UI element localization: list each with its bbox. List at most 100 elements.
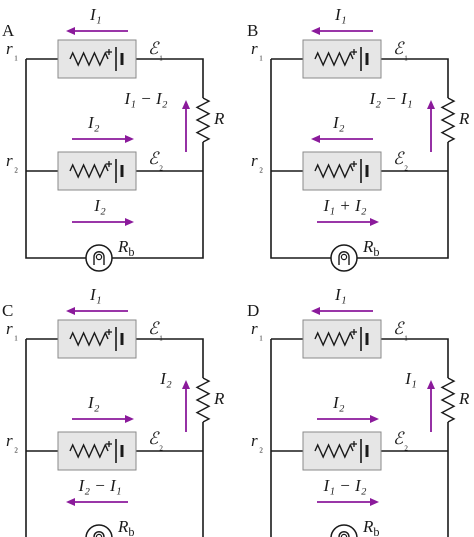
top-loop-wire [271, 58, 449, 171]
middle-current-arrow [72, 135, 134, 143]
internal-resistor-middle [69, 443, 109, 459]
middle-current-label: I₂ [332, 113, 345, 132]
r1-subscript: ₁ [259, 327, 263, 341]
middle-current-arrow [317, 415, 379, 423]
bottom-current-arrow [317, 498, 379, 506]
right-current-label: I₂ [159, 369, 172, 388]
internal-resistor-middle [69, 163, 109, 179]
emf2-label: ℰ [148, 149, 160, 168]
top-current-arrow [66, 307, 128, 315]
emf1-subscript: ₁ [159, 47, 163, 61]
emf2-label: ℰ [393, 149, 405, 168]
Rb-label: Rb [117, 517, 135, 537]
internal-resistor-top [314, 51, 354, 67]
outer-wire [270, 339, 449, 537]
R-label: R [213, 109, 225, 128]
bottom-current-label: I₁ − I₂ [322, 476, 366, 495]
load-resistor [195, 377, 211, 423]
emf2-subscript: ₂ [159, 437, 163, 451]
emf1-label: ℰ [148, 319, 160, 338]
r2-subscript: ₂ [14, 159, 18, 173]
load-resistor [440, 377, 456, 423]
panel-letter: B [247, 21, 258, 40]
emf1-subscript: ₁ [159, 327, 163, 341]
right-current-label: I₁ [404, 369, 417, 388]
right-current-arrow [182, 100, 190, 152]
emf2-subscript: ₂ [159, 157, 163, 171]
bottom-current-arrow [66, 498, 128, 506]
Rb-label: Rb [362, 517, 380, 537]
top-current-label: I₁ [334, 285, 347, 304]
r1-subscript: ₁ [14, 327, 18, 341]
r1-subscript: ₁ [14, 47, 18, 61]
panel-letter: C [2, 301, 13, 320]
Rb-label: Rb [117, 237, 135, 259]
plus-icon [106, 161, 112, 167]
bottom-current-arrow [317, 218, 379, 226]
plus-icon [106, 329, 112, 335]
plus-icon [351, 441, 357, 447]
R-label: R [458, 389, 470, 408]
R-label: R [458, 109, 470, 128]
plus-icon [351, 161, 357, 167]
right-current-label: I₂ − I₁ [368, 89, 412, 108]
emf1-label: ℰ [393, 319, 405, 338]
internal-resistor-middle [314, 443, 354, 459]
plus-icon [351, 329, 357, 335]
top-loop-wire [271, 338, 449, 451]
plus-icon [351, 49, 357, 55]
middle-current-arrow [72, 415, 134, 423]
internal-resistor-middle [314, 163, 354, 179]
middle-current-label: I₂ [87, 393, 100, 412]
emf2-subscript: ₂ [404, 437, 408, 451]
right-current-arrow [427, 100, 435, 152]
bulb-icon [85, 244, 113, 272]
right-current-arrow [182, 380, 190, 432]
middle-current-label: I₂ [87, 113, 100, 132]
top-current-label: I₁ [334, 5, 347, 24]
r2-label: r [6, 431, 13, 450]
emf2-subscript: ₂ [404, 157, 408, 171]
emf1-subscript: ₁ [404, 327, 408, 341]
internal-resistor-top [69, 331, 109, 347]
plus-icon [106, 441, 112, 447]
top-current-arrow [311, 307, 373, 315]
emf1-label: ℰ [393, 39, 405, 58]
right-current-label: I₁ − I₂ [123, 89, 167, 108]
bottom-current-label: I₂ [93, 196, 106, 215]
outer-wire [25, 339, 204, 537]
r1-label: r [6, 319, 13, 338]
R-label: R [213, 389, 225, 408]
bottom-current-label: I₁ + I₂ [322, 196, 366, 215]
r2-subscript: ₂ [259, 159, 263, 173]
panel-letter: D [247, 301, 259, 320]
bulb-icon [330, 524, 358, 537]
top-current-arrow [66, 27, 128, 35]
r2-subscript: ₂ [259, 439, 263, 453]
top-current-label: I₁ [89, 285, 102, 304]
emf1-subscript: ₁ [404, 47, 408, 61]
bulb-icon [330, 244, 358, 272]
r2-subscript: ₂ [14, 439, 18, 453]
internal-resistor-top [314, 331, 354, 347]
load-resistor [440, 97, 456, 143]
middle-current-label: I₂ [332, 393, 345, 412]
r1-label: r [251, 39, 258, 58]
top-current-arrow [311, 27, 373, 35]
r1-label: r [6, 39, 13, 58]
emf2-label: ℰ [393, 429, 405, 448]
bulb-icon [85, 524, 113, 537]
top-loop-wire [26, 58, 204, 171]
bottom-current-arrow [72, 218, 134, 226]
plus-icon [106, 49, 112, 55]
outer-wire [25, 59, 204, 259]
Rb-label: Rb [362, 237, 380, 259]
r2-label: r [251, 431, 258, 450]
panel-letter: A [2, 21, 15, 40]
internal-resistor-top [69, 51, 109, 67]
